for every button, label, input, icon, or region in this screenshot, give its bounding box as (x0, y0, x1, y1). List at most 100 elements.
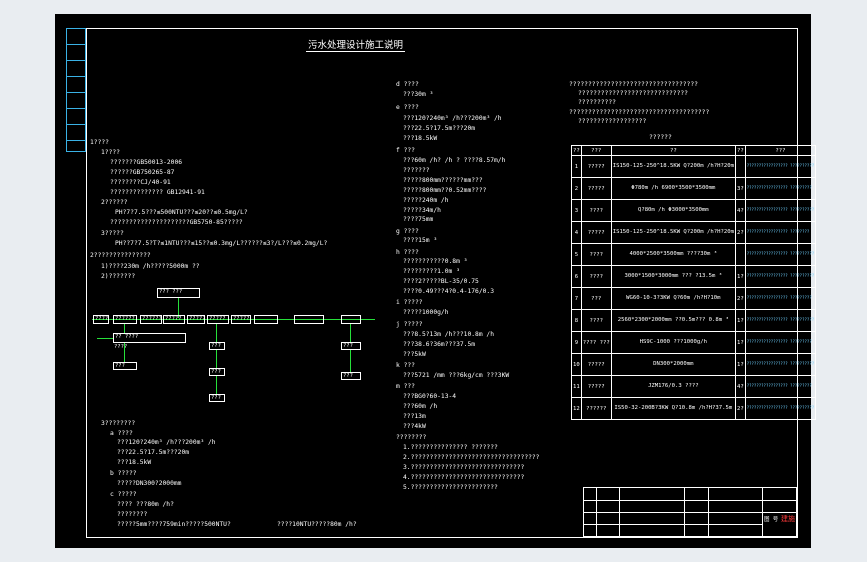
table-cell-name: ???? (580, 265, 612, 288)
table-cell-qty: 2? (734, 221, 746, 244)
table-cell-name: ????? (580, 177, 612, 200)
text-line: ????2?????BL-35/0.75 (403, 278, 479, 285)
table-cell-no: 1 (571, 155, 582, 178)
flow-box: ??? (341, 372, 361, 380)
text-line: ???8.5?13m /h???10.8m /h (403, 331, 494, 338)
section-heading: 2??????????????? (90, 252, 151, 259)
note-line: 3.?????????????????????????????? (403, 464, 525, 471)
flow-box (254, 315, 278, 324)
margin-cell (67, 125, 85, 141)
section-heading: 1???? (90, 139, 109, 146)
note-line: 2.?????????????????????????????????? (403, 454, 540, 461)
text-line: ???18.5kW (403, 135, 438, 142)
flow-box: ?? ???? (113, 333, 186, 343)
binding-margin-strip (66, 28, 86, 152)
table-cell-note: ????????????????? ?????????? (744, 265, 817, 288)
text-line: PH??7?7.5?T?≤1NTU???≤15??≤0.3mg/L??????≤… (115, 240, 328, 247)
margin-cell (67, 77, 85, 93)
text-line: PH?7?7.5???≤500NTU???≤20??≤0.5mg/L? (115, 209, 248, 216)
text-line: ???120?240m³ /h???200m³ /h (117, 439, 216, 446)
margin-cell (67, 93, 85, 109)
text-line: ????????CJ/40-91 (110, 179, 171, 186)
table-cell-spec: IS150-125-250^18.5KW Q?200m /h?H?20m (610, 221, 736, 244)
column-header: ?? (734, 145, 746, 156)
column-header: ??? (580, 145, 612, 156)
item-heading: k ??? (396, 362, 415, 369)
table-cell-no: 3 (571, 199, 582, 222)
equipment-table: ?? ??? ?? ?? ??? 1?????IS150-125-250^18.… (571, 145, 817, 420)
note-line: ?????????????????????????????????? (569, 81, 698, 88)
item-heading: d ???? (396, 81, 419, 88)
table-cell-qty: 4? (734, 375, 746, 398)
table-header-row: ?? ??? ?? ?? ??? (571, 145, 817, 156)
margin-cell (67, 61, 85, 77)
flow-box: ??? (341, 342, 361, 350)
table-cell-spec: IS150-125-250^18.5KW Q?200m /h?H?20m (610, 155, 736, 178)
margin-cell (67, 45, 85, 61)
table-cell-spec: Q?80m /h Φ3000*3500mm (610, 199, 736, 222)
table-row: 12??????IS50-32-200B?3KW Q?10.8m /h?H?37… (571, 397, 817, 420)
flow-box: ?????? (187, 315, 205, 324)
item-heading: m ??? (396, 383, 415, 390)
margin-cell (67, 141, 85, 156)
table-cell-no: 10 (571, 353, 582, 376)
table-cell-name: ????? (580, 353, 612, 376)
flow-pipe (216, 350, 217, 368)
table-cell-name: ???? ??? (580, 331, 612, 354)
text-line: ?????800mm??0.52mm???? (403, 187, 487, 194)
flow-box: ?????? (231, 315, 251, 324)
text-line: ??????? (403, 167, 430, 174)
table-cell-spec: 4000*2500*3500mm ????30m ³ (610, 243, 736, 266)
table-cell-qty: 3? (734, 177, 746, 200)
flow-pipe (124, 343, 125, 362)
table-cell-note: ????????????????? ????????? (744, 331, 817, 354)
text-line: ?????240m /h (403, 197, 449, 204)
flow-pipe (350, 324, 351, 342)
text-line: ???13m (403, 413, 426, 420)
note-line: ?????????? (578, 99, 616, 106)
text-line: ?????800mm??????mm??? (403, 177, 483, 184)
margin-cell (67, 29, 85, 45)
text-line: ???5721 /mm ???6kg/cm ???3KW (403, 372, 510, 379)
flow-box: ??? (209, 394, 225, 402)
table-cell-spec: WG60-10-3?3KW Q?60m /h?H?10m (610, 287, 736, 310)
item-heading: i ????? (396, 299, 423, 306)
text-line: ???????????0.8m ³ (403, 258, 468, 265)
text-line: ?????DN300?2000mm (117, 480, 182, 487)
table-cell-qty: 1? (734, 265, 746, 288)
text-line: ???30m ³ (403, 91, 434, 98)
drawing-title: 污水处理设计施工说明 (306, 37, 406, 52)
item-heading: j ????? (396, 321, 423, 328)
item-heading: e ???? (396, 104, 419, 111)
title-block-rule (584, 524, 762, 525)
table-cell-spec: 2560*2300*2000mm ??0.5m??? 0.8m ³ (610, 309, 736, 332)
subsection-heading: 1???? (101, 149, 120, 156)
table-cell-no: 4 (571, 221, 582, 244)
title-block: 图 号 建施 (583, 487, 797, 537)
table-title: ?????? (649, 134, 672, 141)
text-line: ????75mm (403, 216, 434, 223)
text-line: ???5kW (403, 351, 426, 358)
flow-pipe (216, 324, 217, 342)
table-cell-note: ????????????????? ?????????? (744, 155, 817, 178)
text-line: ???BG0?60-13-4 (403, 393, 457, 400)
table-cell-note: ????????????????? ????????? (744, 287, 817, 310)
flow-pipe (178, 298, 179, 318)
flow-box: ??? (209, 342, 225, 350)
table-cell-qty (734, 155, 746, 178)
column-header: ??? (744, 145, 817, 156)
table-cell-qty: 2? (734, 397, 746, 420)
flow-box: ?????? (140, 315, 162, 324)
text-line: ???22.5?17.5m???20m (403, 125, 476, 132)
text-line: 1)????230m /h?????5000m ?? (101, 263, 200, 270)
table-cell-qty (734, 243, 746, 266)
text-line: ??????GB750265-87 (110, 169, 175, 176)
table-cell-no: 11 (571, 375, 582, 398)
table-cell-spec: Φ780m /h 6900*3500*3500mm (610, 177, 736, 200)
text-line: ???22.5?17.5m???20m (117, 449, 190, 456)
subsection-heading: 2?????? (101, 199, 128, 206)
title-block-rule (684, 488, 685, 536)
flow-box: ??? (113, 362, 137, 370)
note-line: ????????????????????????????????????? (569, 109, 710, 116)
